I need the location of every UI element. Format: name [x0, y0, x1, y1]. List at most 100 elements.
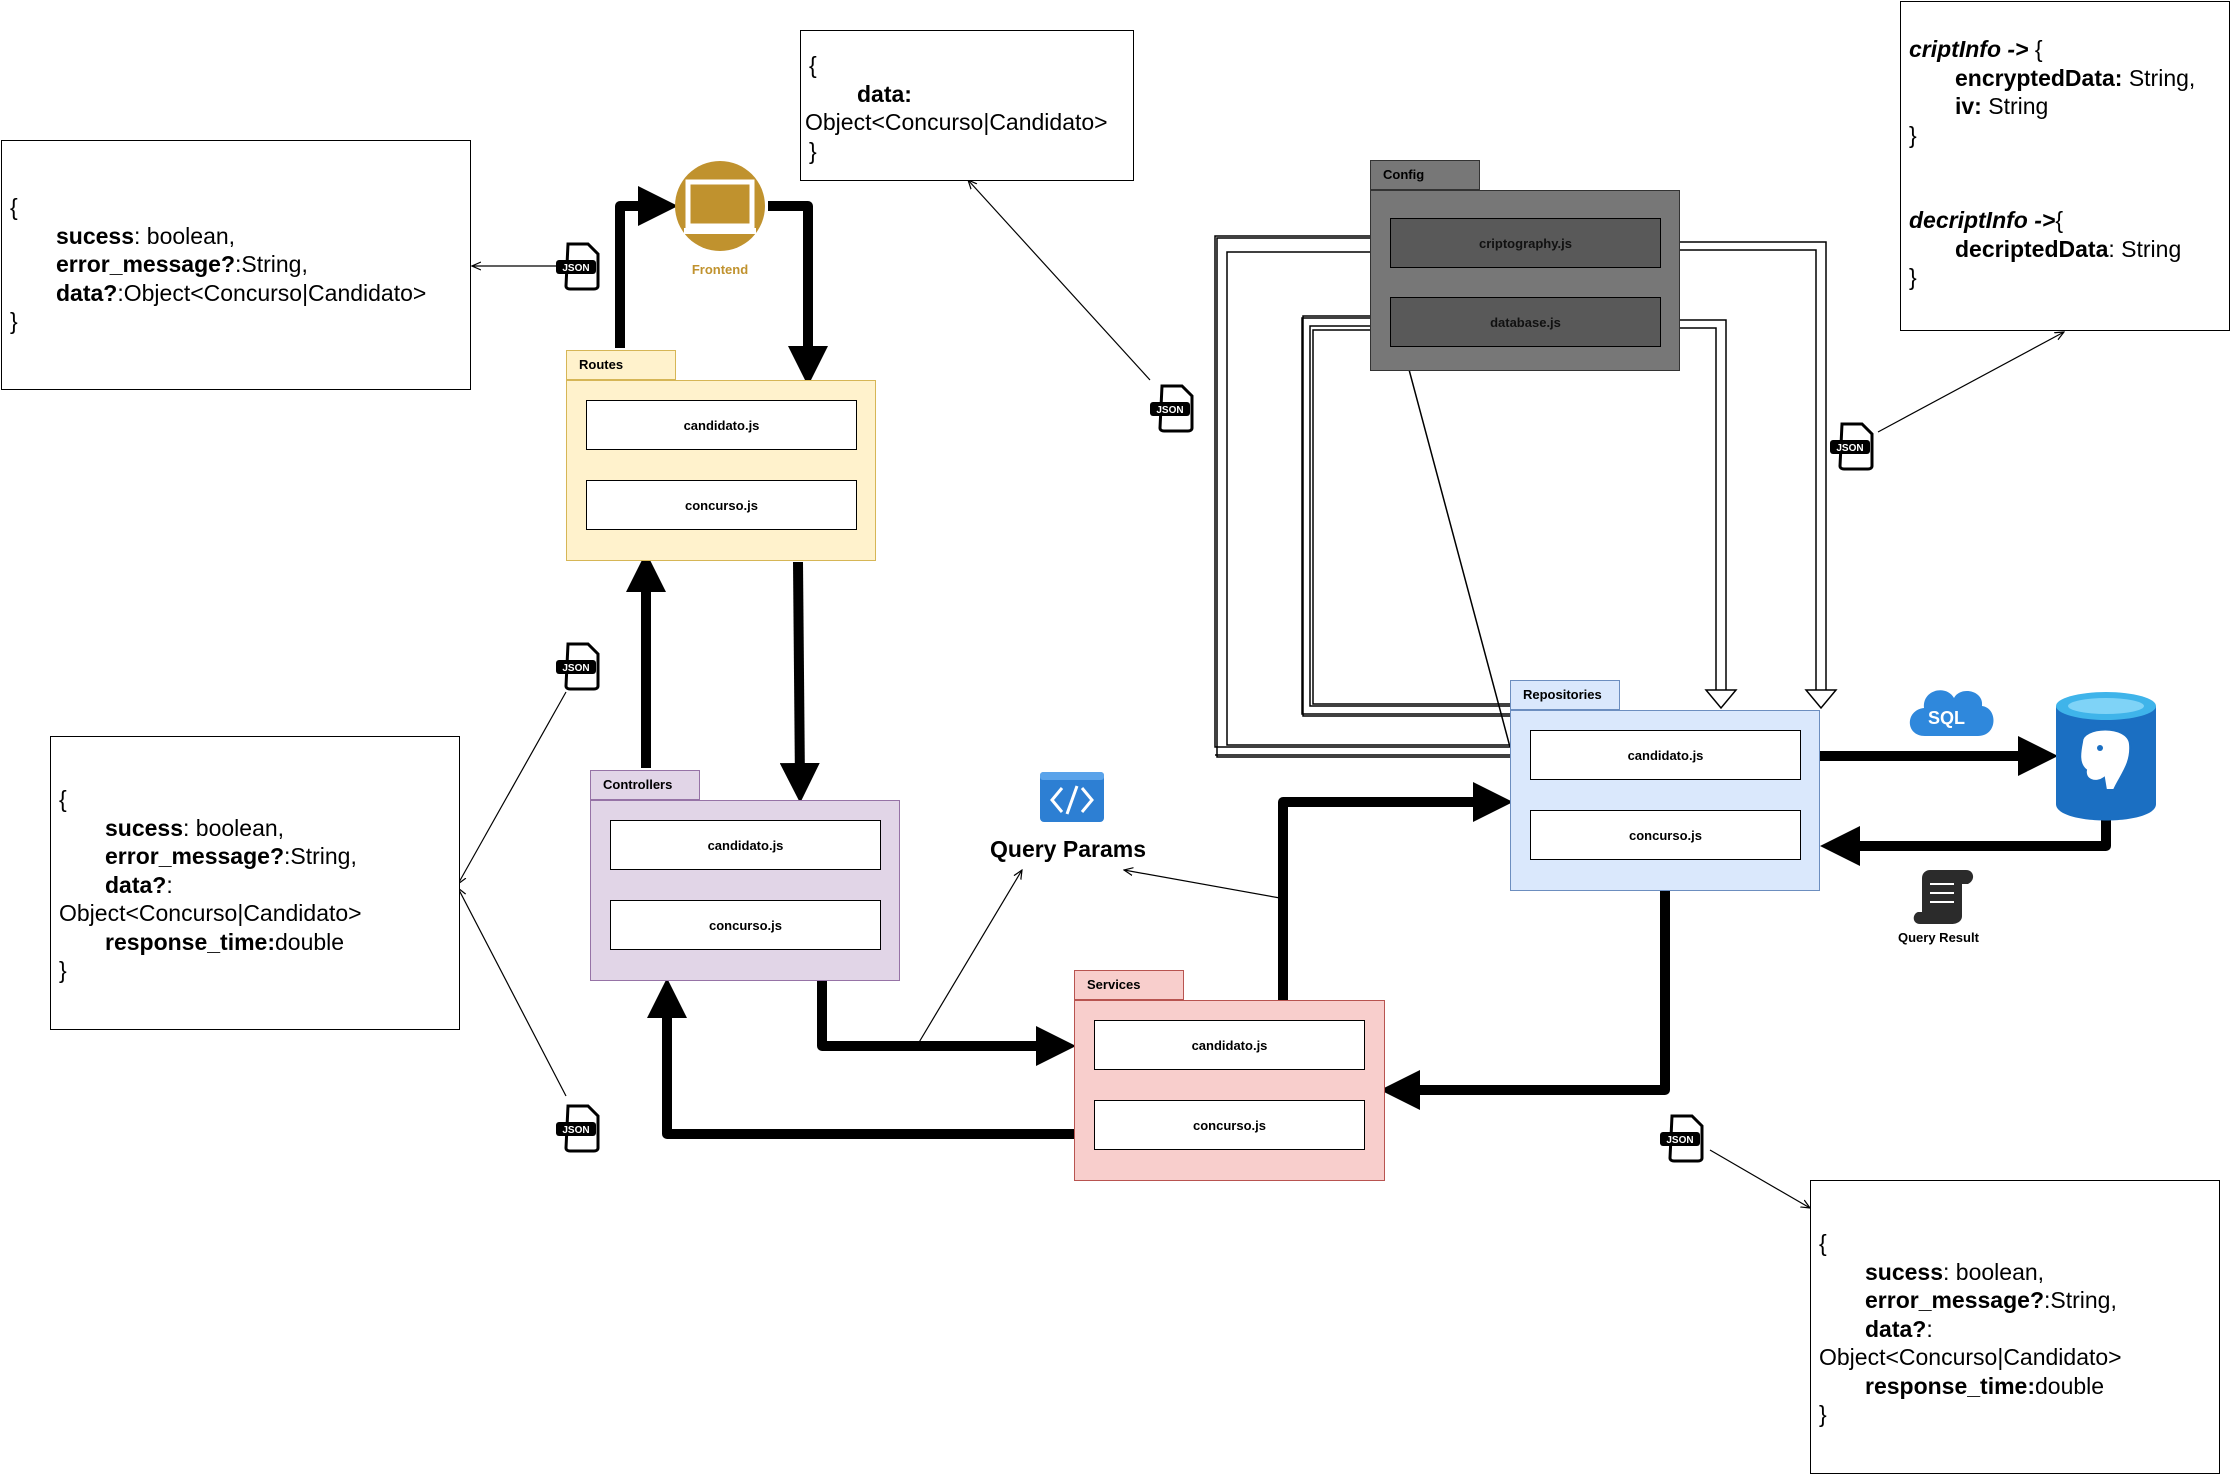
field-key: data?: [56, 279, 118, 306]
field-value: :String,: [284, 843, 357, 869]
field-key: sucess: [56, 222, 135, 249]
field-value: :: [166, 871, 173, 898]
arrow-services-to-repositories: [1278, 782, 1513, 1000]
note-close-brace: }: [10, 308, 18, 334]
field-value: : boolean,: [183, 814, 285, 841]
json-file-icon: JSON: [1660, 1114, 1704, 1163]
svg-text:JSON: JSON: [1836, 443, 1863, 454]
repository-response-note: { sucess: boolean, error_message?:String…: [1810, 1180, 2220, 1474]
services-candidato-file[interactable]: candidato.js: [1094, 1020, 1365, 1070]
repositories-candidato-file[interactable]: candidato.js: [1530, 730, 1801, 780]
json-file-icon: JSON: [1150, 384, 1194, 433]
arrow-routes-to-frontend: [615, 186, 678, 348]
field-key: sucess: [105, 814, 184, 841]
query-result-label: Query Result: [1898, 930, 1979, 945]
field-key: error_message?: [56, 251, 235, 277]
json-file-icon: JSON: [556, 242, 600, 291]
field-value: : String: [2108, 235, 2182, 262]
flow-arrows: [615, 186, 2111, 1139]
arrow-routes-to-controllers: [779, 561, 820, 803]
sql-cloud-icon: [1909, 690, 1994, 736]
repositories-package-tab: Repositories: [1510, 680, 1620, 710]
query-params-label: Query Params: [990, 836, 1146, 862]
field-value: :String,: [2044, 1287, 2117, 1313]
note-open-brace: {: [59, 786, 67, 812]
note-close-brace: }: [1909, 264, 1917, 290]
field-value: String,: [241, 251, 308, 277]
annotation-arrows: [458, 180, 2064, 1208]
arrow-services-to-controllers: [647, 978, 1074, 1139]
svg-text:JSON: JSON: [562, 663, 589, 674]
field-value: double: [275, 928, 345, 955]
note-open-brace: {: [1819, 1230, 1827, 1256]
services-concurso-file[interactable]: concurso.js: [1094, 1100, 1365, 1150]
svg-text:JSON: JSON: [562, 1125, 589, 1136]
svg-text:JSON: JSON: [562, 263, 589, 274]
crypto-info-note: criptInfo -> { encryptedData: String, iv…: [1900, 1, 2230, 331]
field-value: : boolean,: [1943, 1258, 2045, 1285]
field-key: sucess: [1865, 1258, 1944, 1285]
svg-text:JSON: JSON: [1156, 405, 1183, 416]
field-type: Object<Concurso|Candidato>: [1819, 1344, 2122, 1370]
frontend-response-note: { sucess: boolean, error_message?:String…: [1, 140, 471, 390]
arrow-to-query-params-right: [1124, 870, 1281, 899]
field-key: iv:: [1955, 93, 1982, 119]
field-value: double: [2035, 1372, 2105, 1399]
arrow-json-to-data-note: [968, 180, 1151, 381]
note-close-brace: }: [1819, 1401, 1827, 1427]
field-key: response_time:: [105, 928, 276, 955]
arrow-frontend-to-routes: [768, 201, 828, 386]
repositories-concurso-file[interactable]: concurso.js: [1530, 810, 1801, 860]
script-scroll-icon: [1913, 870, 1974, 924]
controllers-concurso-file[interactable]: concurso.js: [610, 900, 881, 950]
sql-label: SQL: [1928, 708, 1966, 728]
arrow-json-to-controller-note-top: [458, 691, 567, 884]
frontend-label: Frontend: [691, 262, 749, 277]
note-open-brace: {: [10, 194, 18, 220]
config-criptography-file[interactable]: criptography.js: [1390, 218, 1661, 268]
config-link-lines: [1216, 237, 1510, 758]
arrow-json-to-controller-note-bottom: [458, 888, 567, 1097]
json-file-icon: JSON: [556, 642, 600, 691]
field-value: Object<Concurso|Candidato>: [123, 279, 427, 306]
field-value: Object<Concurso|Candidato>: [805, 109, 1108, 135]
field-key: decriptedData: [1955, 235, 2109, 262]
monitor-icon: [675, 161, 765, 251]
field-key: data?: [105, 871, 167, 898]
field-value: boolean,: [146, 222, 236, 249]
routes-concurso-file[interactable]: concurso.js: [586, 480, 857, 530]
config-links: [1215, 233, 1827, 755]
note-close-brace: }: [1909, 121, 1917, 148]
arrow-json-to-crypto-note: [1877, 332, 2064, 433]
arrow-repositories-to-services: [1380, 890, 1670, 1110]
note-close-brace: }: [809, 137, 817, 164]
field-key: encryptedData:: [1955, 64, 2123, 91]
arrow-controllers-to-services: [817, 980, 1076, 1066]
note-title: criptInfo ->: [1909, 36, 2029, 62]
json-file-icon: JSON: [1830, 422, 1874, 471]
field-key: response_time:: [1865, 1372, 2036, 1399]
services-package-tab: Services: [1074, 970, 1184, 1000]
routes-candidato-file[interactable]: candidato.js: [586, 400, 857, 450]
note-title: decriptInfo ->: [1909, 207, 2056, 233]
json-file-icon: JSON: [556, 1104, 600, 1153]
note-open-brace: {: [809, 52, 817, 78]
config-database-file[interactable]: database.js: [1390, 297, 1661, 347]
svg-text:JSON: JSON: [1666, 1135, 1693, 1146]
field-key: data:: [857, 80, 912, 107]
field-value: String,: [2122, 64, 2196, 91]
code-brackets-icon: [1040, 772, 1104, 822]
controllers-candidato-file[interactable]: candidato.js: [610, 820, 881, 870]
field-type: Object<Concurso|Candidato>: [59, 900, 362, 926]
field-key: data?: [1865, 1315, 1927, 1342]
arrow-to-query-params-left: [917, 870, 1022, 1045]
controllers-package-tab: Controllers: [590, 770, 700, 800]
config-package-tab: Config: [1370, 160, 1480, 190]
query-data-note: { data: Object<Concurso|Candidato> }: [800, 30, 1134, 181]
controller-response-note: { sucess: boolean, error_message?:String…: [50, 736, 460, 1030]
routes-package-tab: Routes: [566, 350, 676, 380]
note-close-brace: }: [59, 957, 67, 983]
field-value: String: [1981, 93, 2049, 119]
field-value: :: [1926, 1315, 1933, 1342]
